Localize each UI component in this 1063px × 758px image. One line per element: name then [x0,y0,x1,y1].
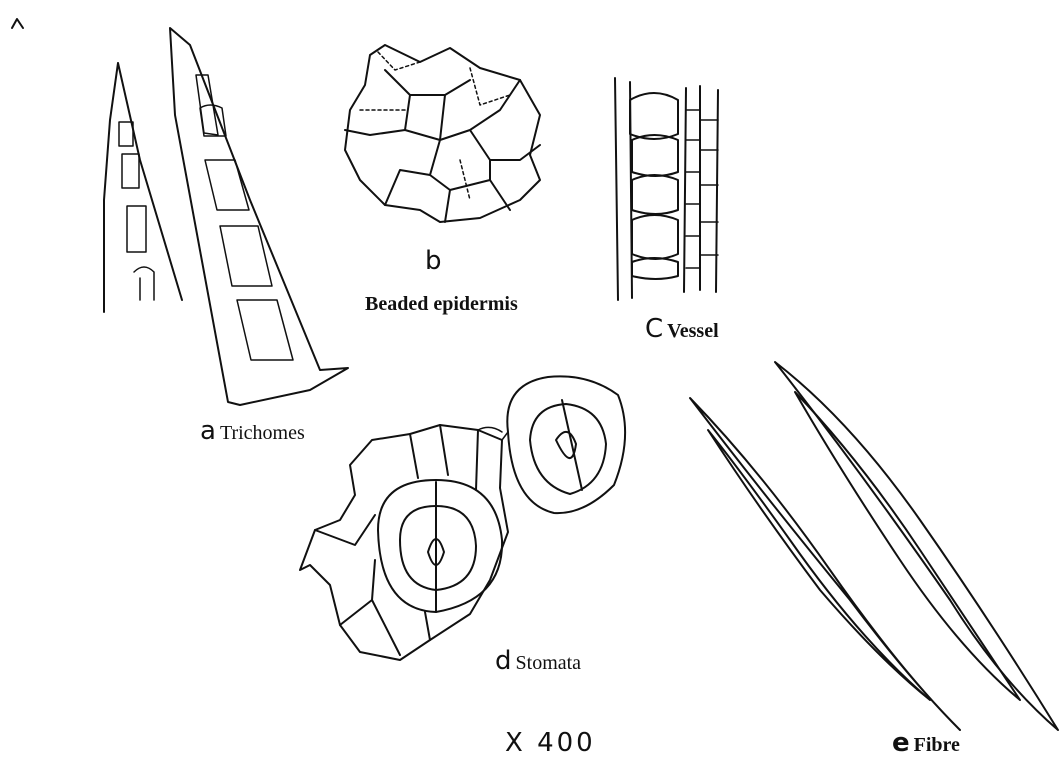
panel-e-letter: e [892,728,910,758]
fibre-label: Fibre [914,734,960,756]
vessel-label: Vessel [667,320,718,342]
trichomes-label: Trichomes [220,422,305,444]
panel-b-letter: b [425,248,442,274]
beaded-epidermis-label: Beaded epidermis [365,294,518,314]
fibres [690,362,1058,730]
panel-c-caption: C Vessel [645,316,719,342]
stomata-cluster [300,376,625,660]
panel-d-caption: d Stomata [495,648,581,674]
corner-mark [12,19,23,28]
magnification-label: X 400 [505,730,596,756]
vessel [615,78,718,300]
panel-e-caption: e Fibre [892,730,960,756]
trichome-large [170,28,348,405]
beaded-epidermis [345,45,540,222]
panel-d-letter: d [495,646,512,676]
stomata-label: Stomata [516,652,582,674]
panel-a-caption: a Trichomes [200,418,305,444]
panel-c-letter: C [645,314,663,344]
panel-a-letter: a [200,416,216,446]
trichome-small [104,63,182,312]
